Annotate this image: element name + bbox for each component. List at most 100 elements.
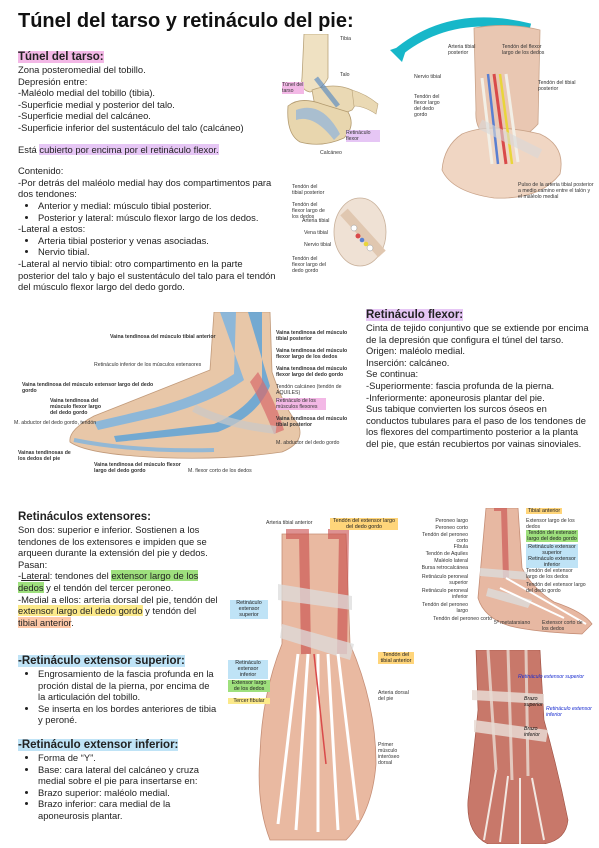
- tunel-closing: -Lateral al nervio tibial: otro comparti…: [18, 257, 276, 293]
- tunel-line: -Superficie medial del calcáneo.: [18, 110, 151, 122]
- label-fig6-tendon-peroneo-largo: Tendón del peroneo largo: [422, 602, 468, 614]
- inferior-bullet: Base: cara lateral del calcáneo y cruza …: [38, 764, 218, 787]
- label-fig4-tibial-posterior: Vaina tendinosa del músculo tibial poste…: [276, 330, 348, 342]
- label-fig5-arteria-dorsal: Arteria dorsal del pie: [378, 690, 409, 702]
- inferior-bullet: Forma de “Y”.: [38, 752, 218, 764]
- page-title: Túnel del tarso y retináculo del pie:: [18, 10, 354, 32]
- extensores-section: Retináculos extensores: Son dos: superio…: [18, 510, 218, 628]
- label-calcaneo: Calcáneo: [320, 150, 342, 156]
- label-tibia: Tibia: [340, 36, 352, 42]
- label-fig6-tibial-anterior: Tibial anterior: [526, 508, 562, 515]
- label-tendon-tibial-posterior: Tendón del tibial posterior: [538, 80, 576, 92]
- retinaculo-flexor-heading: Retináculo flexor:: [366, 309, 464, 321]
- cross-section-illustration: [333, 197, 387, 267]
- label-fig7-brazo-inf: Brazo inferior: [524, 726, 540, 738]
- extensores-medial: -Medial a ellos: arteria dorsal del pie,…: [18, 593, 218, 628]
- label-fig6-metatarsiano: 5º metatarsiano: [494, 620, 531, 626]
- label-fig6-peroneo-largo: Peroneo largo: [435, 518, 468, 524]
- tunel-section: Túnel del tarso: Zona posteromedial del …: [18, 50, 280, 293]
- label-fig5-ret-sup: Retináculo extensor superior: [230, 600, 268, 619]
- label-fig7-brazo-sup: Brazo superior: [524, 696, 543, 708]
- retinaculo-flexor-section: Retináculo flexor: Cinta de tejido conju…: [366, 308, 590, 450]
- extensores-pasan: Pasan:: [18, 558, 48, 570]
- label-fig7-ret-sup: Retináculo extensor superior: [518, 674, 585, 680]
- label-fig6-aquiles: Tendón de Aquiles: [425, 551, 468, 557]
- label-fig7-ret-inf: Retináculo extensor inferior: [546, 706, 592, 718]
- label-fig4-retinaculo-flexores: Retináculo de los músculos flexores: [276, 398, 326, 410]
- figure-leg-photo: Retináculo extensor superior Retináculo …: [448, 650, 596, 844]
- extensores-lateral: -Lateral: tendones del extensor largo de…: [18, 570, 199, 593]
- label-fig4-retinaculo-inferior: Retináculo inferior de los músculos exte…: [94, 362, 202, 368]
- label-fig4-abductor: M. abductor del dedo gordo: [276, 440, 340, 446]
- label-fig5-tendon-tibial: Tendón del tibial anterior: [378, 652, 414, 665]
- label-retinaculo: Retináculo flexor: [346, 130, 380, 142]
- label-tendon-flexor-dedos: Tendón del flexor largo de los dedos: [502, 44, 545, 56]
- label-fig3-nervio: Nervio tibial: [304, 242, 332, 248]
- inferior-bullet: Brazo inferior: cara medial de la aponeu…: [38, 798, 218, 821]
- label-fig6-ret-inf: Retináculo extensor inferior: [526, 556, 578, 569]
- label-fig4-aquiles: Tendón calcáneo (tendón de AQUILES): [276, 384, 342, 396]
- tunel-line: -Maléolo medial del tobillo (tibia).: [18, 87, 156, 99]
- label-talo: Talo: [340, 72, 350, 78]
- label-fig6-tendon-ext-largo: Tendón del extensor largo de los dedos: [526, 568, 573, 580]
- label-fig6-ret-sup: Retináculo extensor superior: [526, 544, 578, 557]
- label-fig6-ext-corto: Extensor corto de los dedos: [542, 620, 583, 632]
- label-fig6-tendon-ext-dedo2: Tendón del extensor largo del dedo gordo: [526, 582, 586, 594]
- label-fig3-flexor-dedo-gordo: Tendón del flexor largo del dedo gordo: [292, 256, 327, 274]
- ankle-bones-illustration: [287, 34, 379, 145]
- tunel-esta: Está cubierto por encima por el retinácu…: [18, 143, 219, 155]
- label-fig6-fibula: Fíbula: [453, 544, 468, 550]
- tunel-line: Depresión entre:: [18, 75, 88, 87]
- lateral-bullet: Nervio tibial.: [38, 246, 280, 258]
- retinaculo-flexor-line: Sus tabique convierten los surcos óseos …: [366, 403, 586, 449]
- label-fig4-vainas-dedos: Vainas tendinosas de los dedos del pie: [18, 450, 71, 462]
- label-fig5-ret-inf: Retináculo extensor inferior: [228, 660, 268, 679]
- figure-cross-section: Tendón del tibial posterior Tendón del f…: [292, 182, 392, 276]
- label-fig4-extensor-dedo-gordo: Vaina tendinosa del músculo extensor lar…: [22, 382, 154, 394]
- tunel-line: -Superficie medial y posterior del talo.: [18, 98, 175, 110]
- superior-bullet: Se inserta en los bordes anteriores de t…: [38, 703, 218, 726]
- label-fig4-flexor-dedo-gordo-2: Vaina tendinosa del músculo flexor largo…: [94, 462, 181, 474]
- label-fig6-peroneo-corto: Peroneo corto: [435, 525, 468, 531]
- figure-lateral-ankle: Tibial anterior Extensor largo de los de…: [414, 508, 596, 642]
- label-fig4-flexor-dedos: Vaina tendinosa del músculo flexor largo…: [276, 348, 348, 360]
- extensores-intro: Son dos: superior e inferior. Sostienen …: [18, 524, 208, 559]
- retinaculo-flexor-line: -Inferiormente: aponeurosis plantar del …: [366, 391, 545, 403]
- label-pulso: Pulso de la arteria tibial posterior a m…: [518, 182, 594, 200]
- dorsal-foot-illustration: [258, 529, 377, 841]
- label-fig6-tendon-peroneo-corto: Tendón del peroneo corto: [422, 532, 468, 544]
- label-fig5-tendon-ext: Tendón del extensor largo del dedo gordo: [330, 518, 398, 531]
- tunel-heading: Túnel del tarso:: [18, 51, 104, 63]
- label-fig6-bursa: Bursa retrocalcánea: [421, 565, 468, 571]
- tunel-line: Zona posteromedial del tobillo.: [18, 64, 146, 75]
- label-fig5-tercer: Tercer fibular: [228, 698, 270, 705]
- figure-ankle-bones: Tibia Talo Túnel del tarso Retináculo fl…: [282, 34, 380, 160]
- label-fig3-tibial-posterior: Tendón del tibial posterior: [292, 184, 325, 196]
- contenido-bullet: Anterior y medial: músculo tibial poster…: [38, 200, 280, 212]
- label-tunel: Túnel del tarso: [282, 82, 304, 94]
- label-fig5-arteria-tibial: Arteria tibial anterior: [266, 520, 313, 526]
- label-fig6-maleolo: Maléolo lateral: [434, 558, 468, 564]
- extensores-heading: Retináculos extensores:: [18, 511, 151, 523]
- label-arteria-tibial-posterior: Arteria tibial posterior: [448, 44, 476, 56]
- retinaculo-flexor-line: Se continua:: [366, 368, 419, 380]
- contenido-bullet: Posterior y lateral: músculo flexor larg…: [38, 212, 280, 224]
- label-fig6-ret-peroneo-inf: Retináculo peroneal inferior: [421, 588, 468, 600]
- label-fig4-flexor-dedo-gordo: Vaina tendinosa del músculo flexor largo…: [50, 398, 102, 416]
- retinaculo-flexor-line: Cinta de tejido conjuntivo que se extien…: [366, 322, 589, 345]
- label-fig6-tendon-ext-dedo: Tendón del extensor largo del dedo gordo: [526, 530, 578, 543]
- label-nervio-tibial: Nervio tibial: [414, 74, 442, 80]
- retinaculo-flexor-line: Inserción: calcáneo.: [366, 356, 450, 368]
- lateral-bullet: Arteria tibial posterior y venas asociad…: [38, 235, 280, 247]
- inferior-bullet: Brazo superior: maléolo medial.: [38, 787, 218, 799]
- tunel-line: -Superficie inferior del sustentáculo de…: [18, 121, 244, 133]
- inferior-heading: -Retináculo extensor inferior:: [18, 739, 179, 751]
- label-fig3-vena: Vena tibial: [304, 230, 328, 236]
- superior-section: -Retináculo extensor superior: Engrosami…: [18, 654, 218, 726]
- lateral-ankle-illustration: [477, 508, 593, 635]
- contenido-title: Contenido:: [18, 165, 64, 177]
- label-fig4-flexor-corto: M. flexor corto de los dedos: [188, 468, 252, 474]
- label-tendon-flexor-dedo-gordo: Tendón del flexor largo del dedo gordo: [414, 94, 440, 118]
- label-fig5-primer: Primer músculo interóseo dorsal: [378, 742, 400, 766]
- figure-medial-ankle: Arteria tibial posterior Tendón del flex…: [390, 14, 596, 210]
